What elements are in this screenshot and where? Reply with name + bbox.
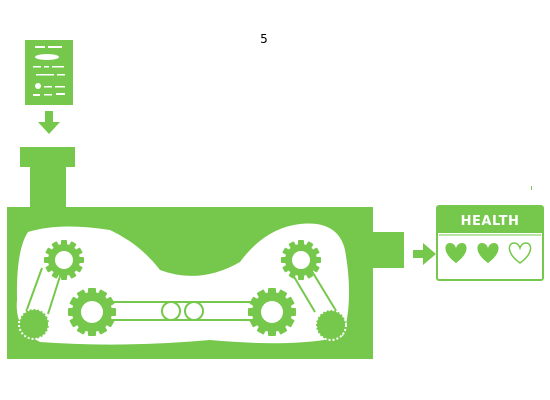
recipe-card-icon	[25, 40, 73, 105]
level-number: 5	[260, 32, 268, 46]
health-title: HEALTH	[460, 214, 520, 229]
heart-full-icon	[445, 243, 467, 263]
machine-hopper	[20, 147, 75, 209]
arrow-down-icon	[38, 111, 60, 134]
gear-machine-icon	[7, 207, 404, 359]
health-panel	[436, 205, 544, 281]
marker-dot	[531, 186, 532, 190]
heart-full-icon	[477, 243, 499, 263]
arrow-right-icon	[413, 243, 436, 265]
heart-empty-icon	[508, 242, 532, 264]
